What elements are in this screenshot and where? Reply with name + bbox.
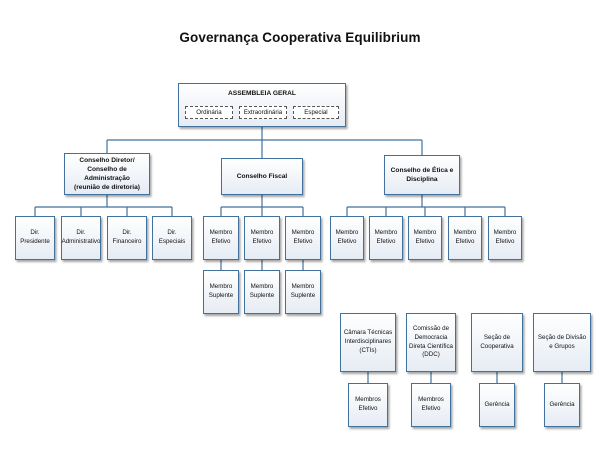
unidade-child-box: Membros Efetivo — [411, 383, 451, 427]
unidade-box: Seção de Divisão e Grupos — [533, 313, 591, 372]
etica-membro-label: Membro Efetivo — [374, 229, 398, 245]
conselho-etica-box: Conselho de Ética e Disciplina — [384, 155, 460, 195]
unidade-child-label: Membros Efetivo — [355, 396, 381, 412]
unidade-child-box: Membros Efetivo — [348, 383, 388, 427]
fiscal-efetivo-box: Membro Efetivo — [285, 216, 321, 260]
unidade-child-box: Gerência — [544, 383, 580, 427]
conselho-etica-label: Conselho de Ética e Disciplina — [390, 166, 454, 183]
assembleia-type-especial: Especial — [293, 106, 339, 119]
fiscal-efetivo-label: Membro Efetivo — [209, 229, 233, 245]
etica-membro-label: Membro Efetivo — [335, 229, 359, 245]
unidade-child-label: Membros Efetivo — [418, 396, 444, 412]
etica-membro-box: Membro Efetivo — [448, 216, 482, 260]
conselho-diretor-label: Conselho Diretor/ Conselho de Administra… — [74, 156, 140, 192]
diretor-label: Dir. Administrativo — [61, 229, 101, 245]
fiscal-efetivo-label: Membro Efetivo — [291, 229, 315, 245]
fiscal-suplente-label: Membro Suplente — [249, 283, 275, 299]
fiscal-suplente-box: Membro Suplente — [285, 270, 321, 314]
fiscal-efetivo-label: Membro Efetivo — [250, 229, 274, 245]
fiscal-suplente-box: Membro Suplente — [244, 270, 280, 314]
fiscal-efetivo-box: Membro Efetivo — [244, 216, 280, 260]
diretor-box: Dir. Especiais — [152, 216, 192, 260]
diagram-title: Governança Cooperativa Equilibrium — [179, 30, 421, 45]
unidade-child-label: Gerência — [549, 400, 575, 408]
unidade-label: Seção de Cooperativa — [480, 333, 514, 350]
etica-membro-box: Membro Efetivo — [488, 216, 522, 260]
conselho-fiscal-label: Conselho Fiscal — [236, 172, 288, 180]
etica-membro-label: Membro Efetivo — [493, 229, 517, 245]
unidade-label: Seção de Divisão e Grupos — [537, 333, 587, 350]
fiscal-suplente-label: Membro Suplente — [290, 283, 316, 299]
conselho-diretor-box: Conselho Diretor/ Conselho de Administra… — [64, 153, 150, 195]
etica-membro-box: Membro Efetivo — [408, 216, 442, 260]
unidade-label: Câmara Técnicas Interdisciplinares (CTIs… — [343, 329, 393, 354]
diretor-box: Dir. Financeiro — [107, 216, 147, 260]
fiscal-efetivo-box: Membro Efetivo — [203, 216, 239, 260]
diretor-label: Dir. Especiais — [158, 229, 186, 245]
etica-membro-box: Membro Efetivo — [330, 216, 364, 260]
assembleia-type-extraordinaria: Extraordinária — [239, 106, 287, 119]
assembleia-geral-label: ASSEMBLEIA GERAL — [228, 90, 296, 97]
diretor-box: Dir. Administrativo — [61, 216, 101, 260]
unidade-box: Câmara Técnicas Interdisciplinares (CTIs… — [340, 313, 396, 372]
diretor-label: Dir. Financeiro — [112, 229, 142, 245]
unidade-label: Comissão de Democracia Direta Científica… — [408, 325, 454, 359]
etica-membro-box: Membro Efetivo — [369, 216, 403, 260]
assembleia-geral-box: ASSEMBLEIA GERAL — [178, 83, 346, 127]
unidade-box: Seção de Cooperativa — [471, 313, 523, 372]
assembleia-type-ordinaria: Ordinária — [185, 106, 233, 119]
etica-membro-label: Membro Efetivo — [413, 229, 437, 245]
conselho-fiscal-box: Conselho Fiscal — [221, 158, 303, 195]
etica-membro-label: Membro Efetivo — [453, 229, 477, 245]
diretor-box: Dir. Presidente — [15, 216, 55, 260]
unidade-child-box: Gerência — [479, 383, 515, 427]
unidade-child-label: Gerência — [484, 400, 510, 408]
diretor-label: Dir. Presidente — [20, 229, 50, 245]
unidade-box: Comissão de Democracia Direta Científica… — [406, 313, 456, 372]
fiscal-suplente-box: Membro Suplente — [203, 270, 239, 314]
fiscal-suplente-label: Membro Suplente — [208, 283, 234, 299]
